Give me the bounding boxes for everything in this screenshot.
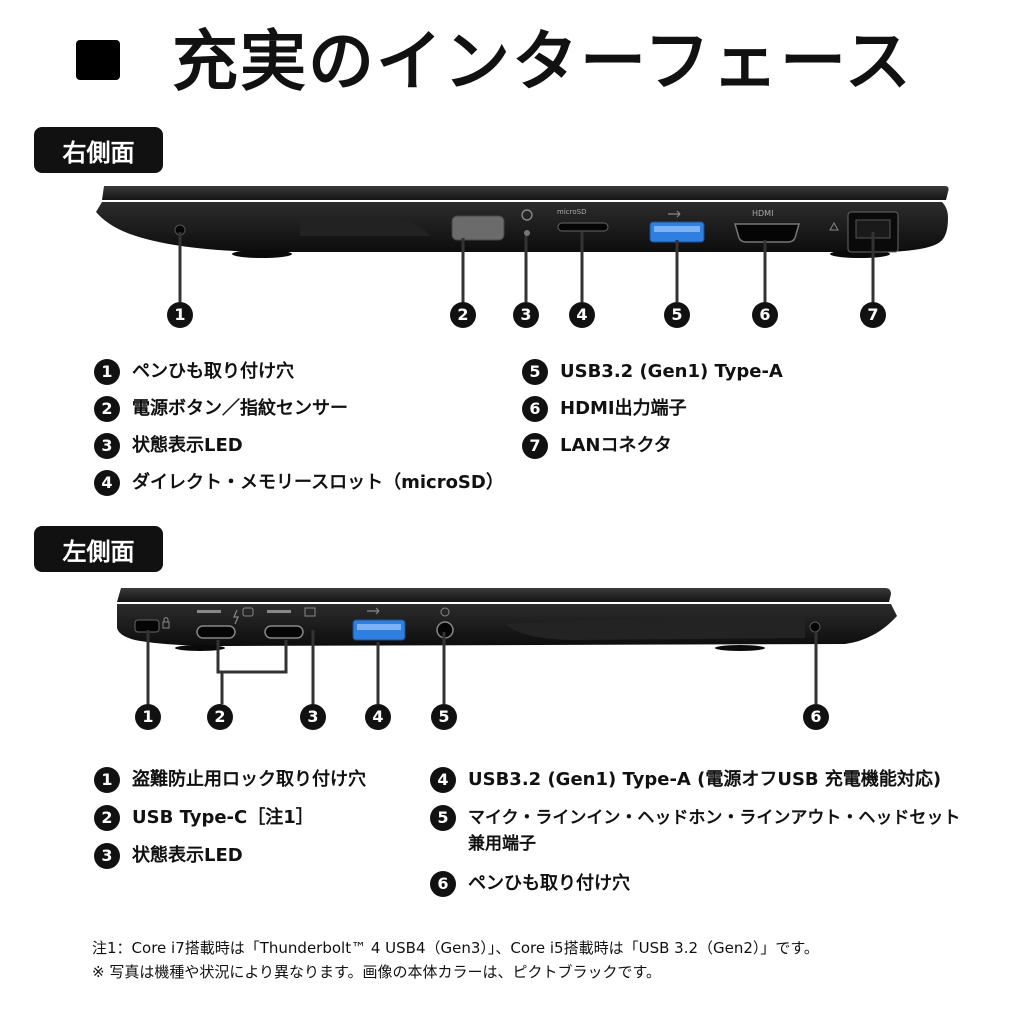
headset-glyph-icon	[440, 607, 450, 617]
microsd-slot-icon	[557, 222, 609, 232]
legend-number: 7	[522, 433, 548, 459]
left-legend-item-2: 2 USB Type-C［注1］	[94, 805, 314, 831]
legend-number: 3	[94, 843, 120, 869]
left-callout-6: 6	[803, 704, 829, 730]
legend-text: ダイレクト・メモリースロット（microSD）	[132, 472, 504, 493]
usb-c-port-2-icon	[264, 625, 304, 639]
right-callout-5: 5	[664, 302, 690, 328]
left-callout-4: 4	[365, 704, 391, 730]
legend-text: 状態表示LED	[132, 435, 243, 456]
legend-number: 4	[430, 767, 456, 793]
laptop-base	[96, 202, 948, 252]
right-callout-2: 2	[450, 302, 476, 328]
microsd-mark-label: microSD	[557, 208, 586, 216]
page-title: 充実のインターフェース	[172, 23, 913, 100]
lock-glyph-icon	[162, 617, 170, 629]
right-callout-7: 7	[860, 302, 886, 328]
legend-number: 1	[94, 359, 120, 385]
footnote-1: 注1：Core i7搭載時は「Thunderbolt™ 4 USB4（Gen3）…	[92, 939, 819, 957]
legend-number: 2	[94, 805, 120, 831]
right-legend-item-7: 7 LANコネクタ	[522, 433, 672, 459]
status-led-icon	[524, 230, 530, 236]
right-side-callout-lines	[178, 232, 875, 302]
laptop-lid	[117, 588, 891, 602]
hdmi-port-icon	[734, 223, 800, 243]
left-legend-item-6: 6 ペンひも取り付け穴	[430, 871, 630, 897]
legend-text: USB3.2 (Gen1) Type-A	[560, 361, 783, 382]
left-side-label: 左側面	[34, 526, 163, 572]
legend-number: 4	[94, 470, 120, 496]
legend-number: 1	[94, 767, 120, 793]
power-button-fingerprint-icon	[451, 215, 505, 241]
left-callout-3: 3	[300, 704, 326, 730]
lan-mark-icon	[829, 221, 839, 231]
legend-text: ペンひも取り付け穴	[468, 873, 630, 894]
right-callout-1: 1	[167, 302, 193, 328]
legend-text-line-2: 兼用端子	[468, 834, 536, 854]
right-legend-item-2: 2 電源ボタン／指紋センサー	[94, 396, 348, 422]
legend-text: ペンひも取り付け穴	[132, 361, 294, 382]
legend-text: 電源ボタン／指紋センサー	[132, 398, 348, 419]
footnote-2: ※ 写真は機種や状況により異なります。画像の本体カラーは、ピクトブラックです。	[92, 963, 662, 981]
legend-text: USB Type-C［注1］	[132, 807, 314, 828]
right-legend-item-4: 4 ダイレクト・メモリースロット（microSD）	[94, 470, 504, 496]
right-legend-item-3: 3 状態表示LED	[94, 433, 243, 459]
left-side-callout-lines	[146, 630, 818, 704]
left-callout-5: 5	[431, 704, 457, 730]
legend-text: 状態表示LED	[132, 845, 243, 866]
legend-number: 3	[94, 433, 120, 459]
thunderbolt-glyph-icon	[233, 609, 239, 625]
left-callout-2: 2	[207, 704, 233, 730]
usb-symbol-icon	[668, 210, 681, 218]
legend-text: HDMI出力端子	[560, 398, 687, 419]
legend-number: 5	[522, 359, 548, 385]
laptop-lid	[102, 186, 949, 200]
legend-number: 2	[94, 396, 120, 422]
usb-symbol-icon	[367, 607, 380, 615]
legend-text: USB3.2 (Gen1) Type-A (電源オフUSB 充電機能対応)	[468, 769, 942, 790]
title-bullet-square	[76, 40, 120, 80]
left-legend-item-5: 5 マイク・ラインイン・ヘッドホン・ラインアウト・ヘッドセット 兼用端子	[430, 805, 960, 857]
hdmi-mark-label: HDMI	[752, 209, 773, 218]
legend-text-line-1: マイク・ラインイン・ヘッドホン・ラインアウト・ヘッドセット	[468, 808, 961, 828]
right-callout-6: 6	[752, 302, 778, 328]
legend-text: マイク・ラインイン・ヘッドホン・ラインアウト・ヘッドセット 兼用端子	[468, 805, 960, 857]
legend-number: 5	[430, 805, 456, 831]
legend-text: LANコネクタ	[560, 435, 672, 456]
right-legend-item-5: 5 USB3.2 (Gen1) Type-A	[522, 359, 783, 385]
left-legend-item-3: 3 状態表示LED	[94, 843, 243, 869]
left-callout-1: 1	[135, 704, 161, 730]
right-callout-4: 4	[569, 302, 595, 328]
legend-text: 盗難防止用ロック取り付け穴	[132, 769, 366, 790]
legend-number: 6	[430, 871, 456, 897]
usb-c-port-1-icon	[196, 625, 236, 639]
left-legend-item-1: 1 盗難防止用ロック取り付け穴	[94, 767, 366, 793]
right-side-label: 右側面	[34, 127, 163, 173]
left-legend-item-4: 4 USB3.2 (Gen1) Type-A (電源オフUSB 充電機能対応)	[430, 767, 941, 793]
power-led-glyph-icon	[521, 209, 533, 221]
right-side-laptop-image: microSD HDMI	[96, 186, 949, 258]
right-callout-3: 3	[513, 302, 539, 328]
legend-number: 6	[522, 396, 548, 422]
right-legend-item-6: 6 HDMI出力端子	[522, 396, 687, 422]
right-legend-item-1: 1 ペンひも取り付け穴	[94, 359, 294, 385]
